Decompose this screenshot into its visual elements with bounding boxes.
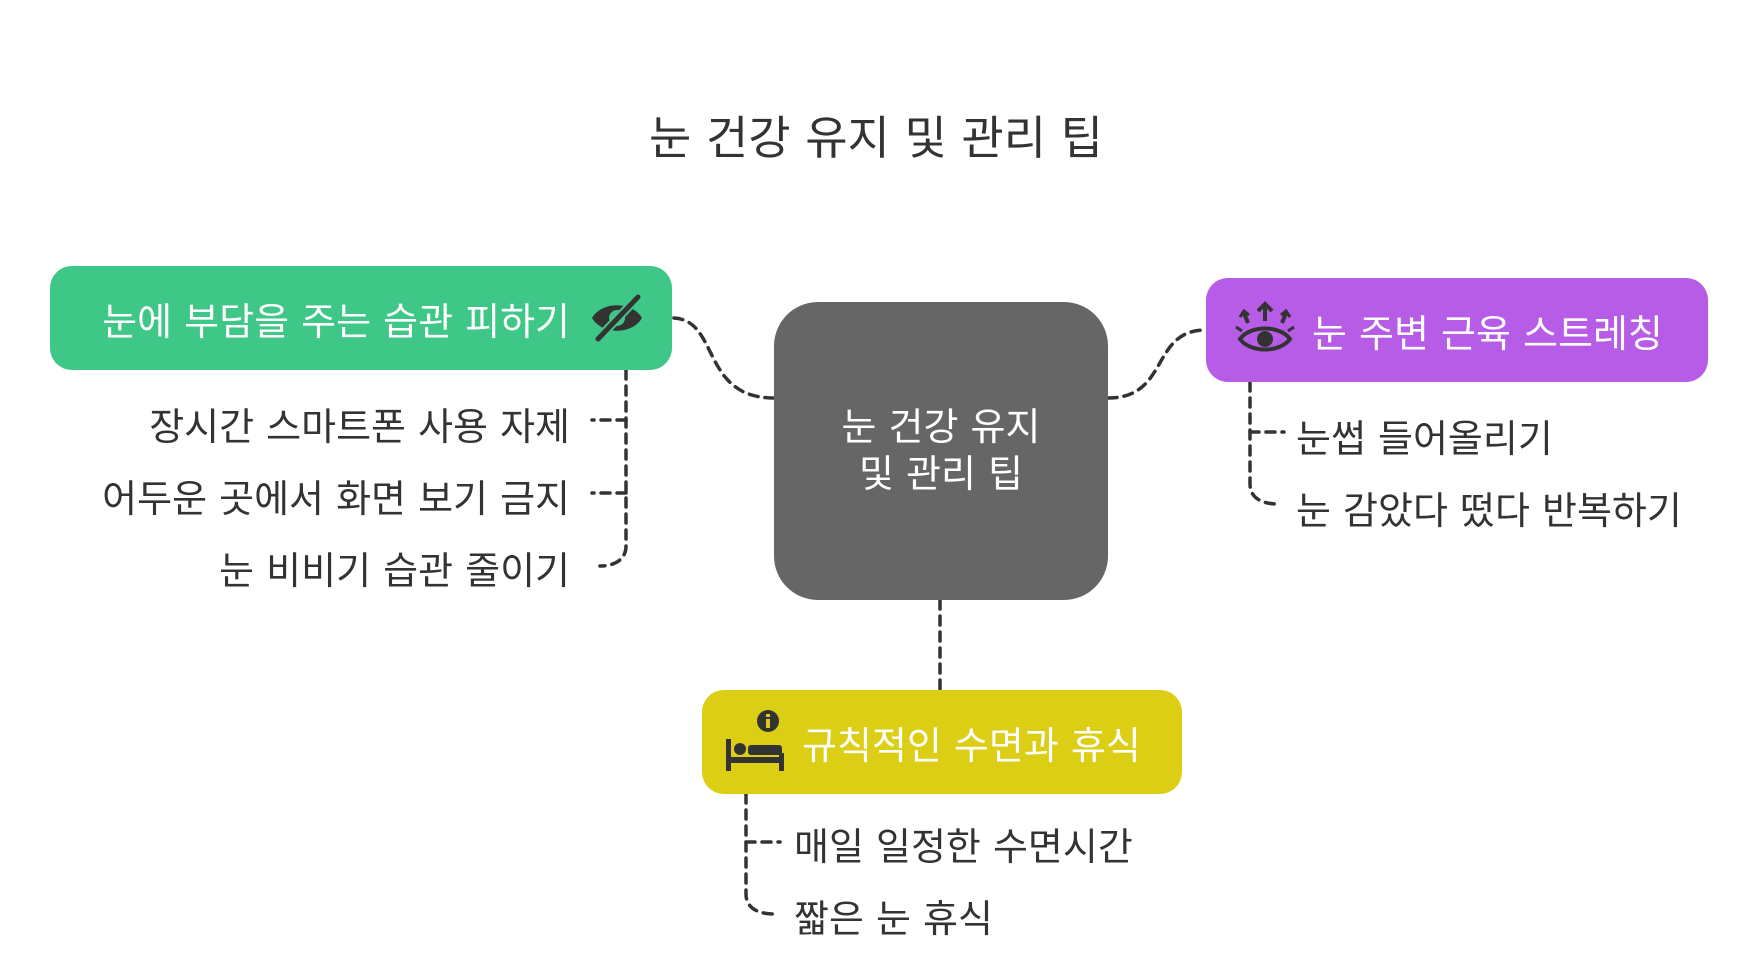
leaf-item: 눈 감았다 떴다 반복하기 bbox=[1296, 489, 1682, 533]
center-node: 눈 건강 유지 및 관리 팁 bbox=[774, 302, 1108, 600]
center-line-1: 눈 건강 유지 bbox=[841, 404, 1041, 449]
branch-avoid-habits: 눈에 부담을 주는 습관 피하기 bbox=[50, 266, 672, 370]
leaf-item: 눈썹 들어올리기 bbox=[1296, 417, 1553, 461]
branch-eye-stretching-label: 눈 주변 근육 스트레칭 bbox=[1312, 311, 1663, 356]
center-line-2: 및 관리 팁 bbox=[859, 452, 1023, 496]
leaf-item: 눈 비비기 습관 줄이기 bbox=[219, 549, 570, 593]
leaf-item: 장시간 스마트폰 사용 자제 bbox=[149, 405, 570, 449]
bed-info-icon bbox=[722, 709, 788, 775]
connector-center-green bbox=[670, 316, 776, 400]
connector-yellow-stem bbox=[744, 792, 776, 916]
leaf-item: 어두운 곳에서 화면 보기 금지 bbox=[102, 477, 570, 521]
diagram-title: 눈 건강 유지 및 관리 팁 bbox=[649, 111, 1103, 165]
leaf-item: 매일 일정한 수면시간 bbox=[794, 825, 1133, 869]
branch-sleep-rest: 규칙적인 수면과 휴식 bbox=[702, 690, 1182, 794]
branch-eye-stretching: 눈 주변 근육 스트레칭 bbox=[1206, 278, 1708, 382]
connector-center-purple bbox=[1106, 328, 1208, 400]
branch-avoid-habits-label: 눈에 부담을 주는 습관 피하기 bbox=[102, 299, 570, 344]
leaf-item: 짧은 눈 휴식 bbox=[794, 897, 993, 941]
branch-sleep-rest-label: 규칙적인 수면과 휴식 bbox=[802, 723, 1141, 768]
connector-green-stem bbox=[598, 368, 628, 568]
eye-stretch-icon bbox=[1234, 301, 1296, 359]
connector-purple-stem bbox=[1248, 380, 1280, 506]
eye-slash-icon bbox=[588, 293, 646, 343]
